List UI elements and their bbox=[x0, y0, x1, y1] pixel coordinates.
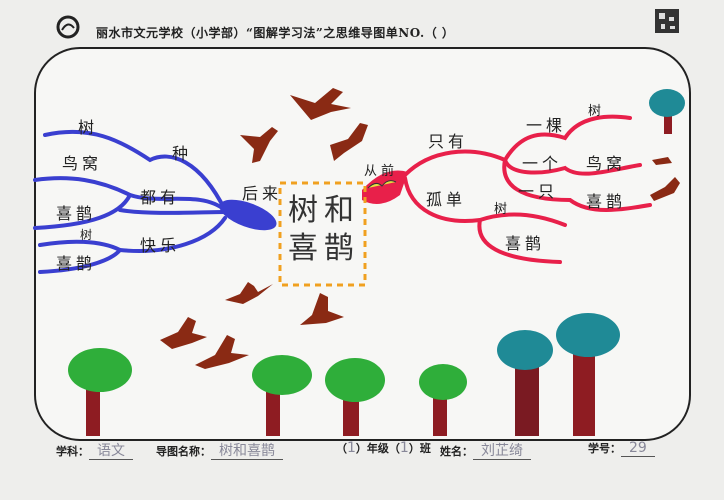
name-value: 刘芷绮 bbox=[473, 443, 531, 460]
branch-label: 树 bbox=[80, 228, 97, 242]
subject-field: 学科：语文 bbox=[56, 440, 133, 460]
center-topic: 树和 喜鹊 bbox=[288, 192, 360, 268]
bird-icon bbox=[240, 127, 278, 163]
right-root-knot bbox=[362, 170, 408, 204]
branch-label: 树 bbox=[494, 202, 512, 217]
branch-label: 树 bbox=[588, 104, 606, 119]
branch-label: 鸟窝 bbox=[62, 154, 103, 173]
grade-class-field: （1）年级（1）班 bbox=[336, 440, 431, 456]
center-topic-line1: 树和 bbox=[288, 193, 360, 228]
trees bbox=[68, 89, 685, 436]
birds bbox=[160, 88, 680, 369]
tree-icon bbox=[556, 313, 620, 436]
center-topic-line2: 喜鹊 bbox=[288, 231, 360, 266]
branch-label: 喜鹊 bbox=[56, 254, 97, 273]
mapname-label: 导图名称： bbox=[156, 445, 211, 458]
branch-label: 一只 bbox=[518, 182, 559, 201]
branch-label: 一个 bbox=[522, 154, 563, 173]
number-label: 学号： bbox=[588, 442, 621, 455]
subject-label: 学科： bbox=[56, 445, 89, 458]
right-branches bbox=[403, 114, 652, 264]
bird-icon bbox=[160, 317, 207, 349]
qr-code-icon bbox=[655, 9, 679, 33]
branch-label: 快乐 bbox=[140, 236, 181, 255]
right-root-label: 从前 bbox=[364, 164, 399, 179]
worksheet-title: 丽水市文元学校（小学部）“图解学习法”之思维导图单NO.（ ） bbox=[96, 26, 455, 40]
left-branches bbox=[33, 129, 227, 274]
subject-value: 语文 bbox=[89, 443, 133, 460]
number-value: 29 bbox=[621, 440, 655, 457]
branch-label: 一棵 bbox=[526, 116, 567, 135]
bird-icon bbox=[330, 123, 368, 161]
name-label: 姓名： bbox=[440, 445, 473, 458]
class-value: 1 bbox=[399, 440, 409, 456]
branch-label: 只有 bbox=[428, 132, 469, 151]
left-root-knot bbox=[219, 199, 277, 231]
branch-label: 鸟窝 bbox=[586, 154, 627, 173]
mapname-value: 树和喜鹊 bbox=[211, 443, 283, 460]
branch-label: 都有 bbox=[140, 188, 181, 207]
tree-icon bbox=[649, 89, 685, 134]
name-field: 姓名：刘芷绮 bbox=[440, 440, 531, 460]
branch-label: 孤单 bbox=[426, 190, 467, 209]
branch-label: 喜鹊 bbox=[505, 234, 546, 253]
school-logo-icon bbox=[56, 15, 80, 39]
tree-icon bbox=[252, 355, 312, 436]
branch-label: 喜鹊 bbox=[586, 192, 627, 211]
branch-label: 树 bbox=[78, 118, 99, 137]
grade-label: ）年级（ bbox=[355, 442, 400, 455]
bird-icon bbox=[650, 177, 680, 201]
bird-icon bbox=[652, 157, 672, 165]
class-label: ）班 bbox=[408, 442, 431, 455]
tree-icon bbox=[419, 364, 467, 436]
left-root-label: 后来 bbox=[242, 184, 283, 203]
mapname-field: 导图名称：树和喜鹊 bbox=[156, 440, 283, 460]
bird-icon bbox=[195, 335, 249, 369]
grade-value: 1 bbox=[347, 440, 356, 456]
center-topic-border bbox=[278, 181, 367, 287]
tree-icon bbox=[68, 348, 132, 436]
tree-icon bbox=[497, 330, 553, 436]
right-root-decoration bbox=[367, 180, 397, 189]
tree-icon bbox=[325, 358, 385, 436]
grade-open: （ bbox=[336, 442, 347, 455]
number-field: 学号：29 bbox=[588, 440, 655, 457]
bird-icon bbox=[290, 88, 351, 120]
bird-icon bbox=[225, 282, 273, 304]
branch-label: 种 bbox=[172, 144, 193, 163]
branch-label: 喜鹊 bbox=[56, 204, 97, 223]
bird-icon bbox=[300, 293, 344, 325]
